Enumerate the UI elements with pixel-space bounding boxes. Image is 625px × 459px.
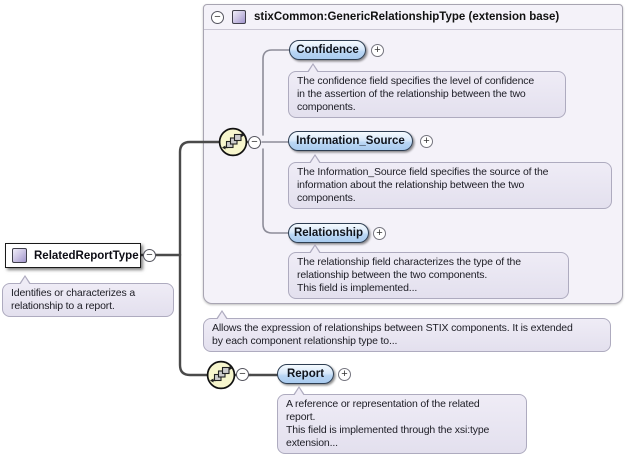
extension-base-header: − stixCommon:GenericRelationshipType (ex… (204, 5, 622, 30)
element-confidence[interactable]: Confidence (289, 40, 366, 60)
element-relationship[interactable]: Relationship (288, 223, 369, 243)
extension-base-annotation: Allows the expression of relationships b… (203, 310, 611, 352)
root-element-label: RelatedReportType (34, 249, 139, 262)
expand-toggle-icon[interactable]: + (373, 227, 386, 240)
complex-type-icon (232, 10, 246, 24)
information-source-annotation: The Information_Source field specifies t… (288, 154, 612, 209)
collapse-toggle-icon[interactable]: − (143, 249, 156, 262)
expand-toggle-icon[interactable]: + (338, 368, 351, 381)
element-report[interactable]: Report (277, 364, 334, 384)
report-annotation: A reference or representation of the rel… (277, 386, 527, 454)
sequence-icon[interactable] (218, 127, 248, 157)
expand-toggle-icon[interactable]: + (371, 44, 384, 57)
root-element-relatedreporttype[interactable]: RelatedReportType (5, 243, 141, 268)
element-information-source[interactable]: Information_Source (288, 131, 413, 151)
collapse-toggle-icon[interactable]: − (211, 10, 224, 24)
extension-base-title: stixCommon:GenericRelationshipType (exte… (254, 11, 560, 23)
collapse-toggle-icon[interactable]: − (248, 136, 261, 149)
sequence-icon[interactable] (206, 360, 236, 390)
relationship-annotation: The relationship field characterizes the… (288, 244, 569, 299)
root-annotation: Identifies or characterizes a relationsh… (2, 275, 174, 317)
expand-toggle-icon[interactable]: + (420, 135, 433, 148)
collapse-toggle-icon[interactable]: − (236, 368, 249, 381)
complex-type-icon (12, 248, 27, 263)
confidence-annotation: The confidence field specifies the level… (288, 63, 566, 118)
